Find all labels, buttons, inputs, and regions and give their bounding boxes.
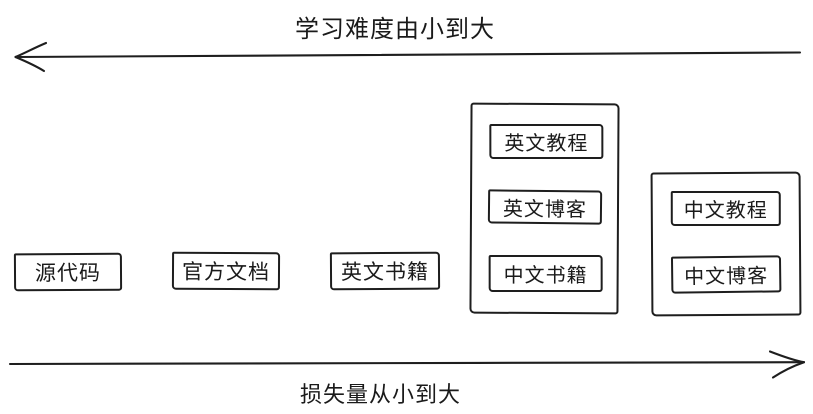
node-chinese-tutorials-label: 中文教程 xyxy=(683,199,768,223)
right-arrow-icon xyxy=(8,350,806,379)
node-chinese-blogs: 中文博客 xyxy=(670,255,782,294)
node-english-tutorials-label: 英文教程 xyxy=(504,132,589,156)
top-axis-label: 学习难度由小到大 xyxy=(295,16,495,43)
group-english-and-chinese-books: 英文教程 英文博客 中文书籍 xyxy=(469,102,620,315)
node-source-code-label: 源代码 xyxy=(34,261,102,286)
node-english-tutorials: 英文教程 xyxy=(489,123,604,160)
node-official-docs: 官方文档 xyxy=(171,251,281,291)
bottom-axis-label: 损失量从小到大 xyxy=(299,382,461,407)
node-chinese-tutorials: 中文教程 xyxy=(670,190,781,227)
node-english-blogs: 英文博客 xyxy=(487,189,603,225)
node-english-books: 英文书籍 xyxy=(329,251,441,291)
node-english-blogs-label: 英文博客 xyxy=(502,198,588,221)
group-chinese-tutorials-blogs: 中文教程 中文博客 xyxy=(650,171,802,317)
node-chinese-books: 中文书籍 xyxy=(488,254,603,293)
node-source-code: 源代码 xyxy=(13,252,123,292)
node-official-docs-label: 官方文档 xyxy=(181,260,271,285)
node-chinese-blogs-label: 中文博客 xyxy=(684,265,769,289)
node-english-books-label: 英文书籍 xyxy=(340,260,430,285)
node-chinese-books-label: 中文书籍 xyxy=(503,264,588,288)
left-arrow-icon xyxy=(14,41,802,73)
